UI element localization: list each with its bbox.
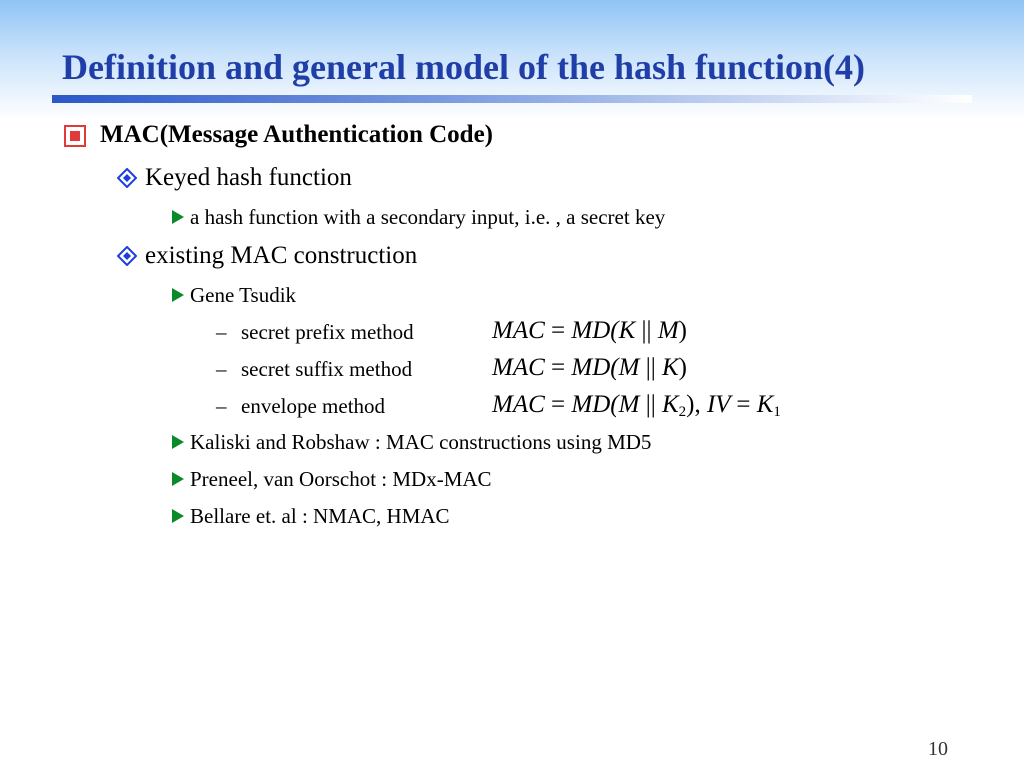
triangle-bullet-icon — [172, 509, 184, 523]
mac-heading: MAC(Message Authentication Code) — [100, 121, 494, 148]
secret-prefix-formula: MAC = MD(K || M) — [492, 317, 687, 344]
secret-prefix-label: secret prefix method — [241, 320, 414, 344]
diamond-bullet-icon — [117, 168, 137, 188]
triangle-bullet-icon — [172, 472, 184, 486]
slide-title: Definition and general model of the hash… — [62, 47, 866, 87]
dash-bullet: – — [216, 357, 227, 381]
triangle-bullet-icon — [172, 288, 184, 302]
gene-tsudik-item: Gene Tsudik — [190, 283, 297, 307]
triangle-bullet-icon — [172, 435, 184, 449]
dash-bullet: – — [216, 320, 227, 344]
secret-suffix-formula: MAC = MD(M || K) — [492, 354, 687, 381]
page-number: 10 — [928, 738, 948, 760]
dash-bullet: – — [216, 394, 227, 418]
triangle-bullet-icon — [172, 210, 184, 224]
diamond-bullet-icon — [117, 246, 137, 266]
existing-mac-item: existing MAC construction — [145, 242, 418, 269]
envelope-formula: MAC = MD(M || K2), IV = K1 — [492, 391, 781, 420]
secret-suffix-label: secret suffix method — [241, 357, 413, 381]
bellare-item: Bellare et. al : NMAC, HMAC — [190, 504, 450, 528]
envelope-label: envelope method — [241, 394, 386, 418]
kaliski-item: Kaliski and Robshaw : MAC constructions … — [190, 430, 652, 454]
keyed-hash-item: Keyed hash function — [145, 164, 352, 191]
square-bullet-icon — [64, 125, 86, 147]
preneel-item: Preneel, van Oorschot : MDx-MAC — [190, 467, 492, 491]
keyed-hash-detail: a hash function with a secondary input, … — [190, 205, 666, 229]
title-underline — [52, 95, 972, 103]
